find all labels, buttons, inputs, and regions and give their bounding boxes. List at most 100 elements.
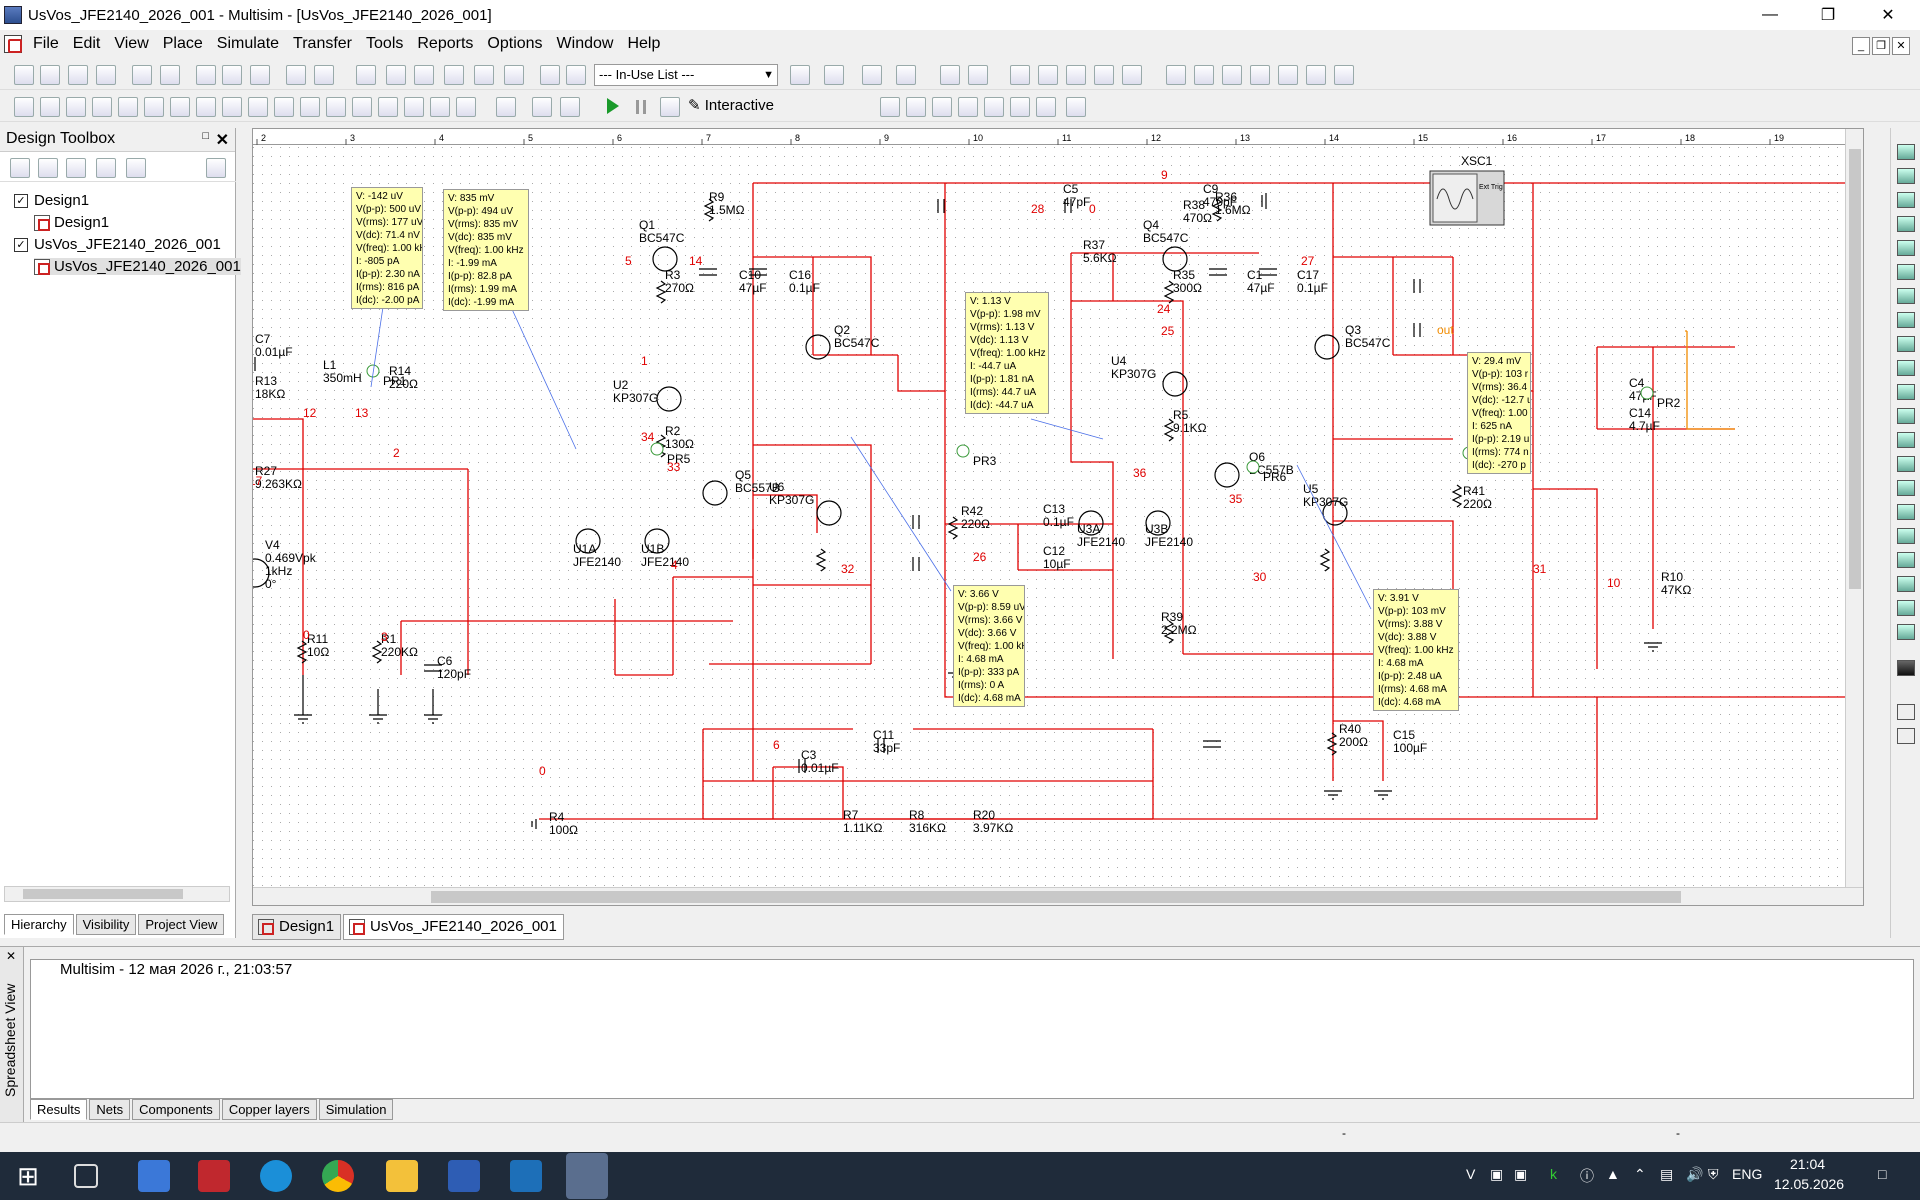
probe-icon[interactable] <box>650 442 664 456</box>
tray-info-icon[interactable]: ⓘ <box>1580 1168 1594 1184</box>
postprocessor-icon[interactable] <box>504 65 524 85</box>
place-graphic-icon[interactable] <box>1306 65 1326 85</box>
probe-power-icon[interactable] <box>932 97 952 117</box>
transfer-layout-icon[interactable] <box>896 65 916 85</box>
misc-icon[interactable] <box>300 97 320 117</box>
file-explorer-icon[interactable] <box>386 1160 418 1192</box>
zoom-in-icon[interactable] <box>1010 65 1030 85</box>
grapher-icon[interactable] <box>474 65 494 85</box>
tree-usvos[interactable]: ✓UsVos_JFE2140_2026_001 <box>14 236 221 253</box>
minimize-button[interactable]: — <box>1762 6 1778 23</box>
menu-transfer[interactable]: Transfer <box>293 35 353 52</box>
open-icon[interactable] <box>40 65 60 85</box>
place-sub-icon[interactable] <box>1222 65 1242 85</box>
spectrum-analyzer-icon[interactable] <box>1897 432 1915 448</box>
doc-tab-design1[interactable]: Design1 <box>252 914 342 940</box>
function-generator-icon[interactable] <box>1897 168 1915 184</box>
store-icon[interactable] <box>138 1160 170 1192</box>
tray-v-icon[interactable]: V <box>1466 1166 1476 1182</box>
scroll-thumb[interactable] <box>1849 149 1861 589</box>
probe-icon[interactable] <box>956 444 970 458</box>
save-icon[interactable] <box>96 65 116 85</box>
junction-icon[interactable] <box>560 97 580 117</box>
network-analyzer-icon[interactable] <box>1897 456 1915 472</box>
print-preview-icon[interactable] <box>160 65 180 85</box>
component-wizard-icon[interactable] <box>540 65 560 85</box>
task-view-icon[interactable] <box>74 1164 98 1188</box>
canvas-hscroll[interactable] <box>253 887 1863 905</box>
tab-components[interactable]: Components <box>132 1099 220 1120</box>
delete-sheet-icon[interactable] <box>126 158 146 178</box>
help-icon[interactable] <box>968 65 988 85</box>
tab-hierarchy[interactable]: Hierarchy <box>4 914 74 935</box>
document-icon[interactable] <box>4 35 22 53</box>
labview-icon[interactable] <box>1897 576 1915 592</box>
oscilloscope-xsc1[interactable] <box>1429 170 1505 226</box>
menu-file[interactable]: File <box>33 35 59 52</box>
agilent-generator-icon[interactable] <box>1897 480 1915 496</box>
ttl-icon[interactable] <box>144 97 164 117</box>
probe-voltage-icon[interactable] <box>880 97 900 117</box>
interactive-mode[interactable]: ✎ Interactive <box>688 97 774 114</box>
copy-icon[interactable] <box>222 65 242 85</box>
basic-icon[interactable] <box>40 97 60 117</box>
back-annotate-icon[interactable] <box>824 65 844 85</box>
fullscreen-icon[interactable] <box>1122 65 1142 85</box>
open-sample-icon[interactable] <box>68 65 88 85</box>
tab-results[interactable]: Results <box>30 1099 88 1120</box>
elvis-icon[interactable] <box>1897 600 1915 616</box>
scroll-thumb[interactable] <box>431 891 1681 903</box>
probe-diff-icon[interactable] <box>958 97 978 117</box>
diode-icon[interactable] <box>66 97 86 117</box>
notifications-icon[interactable]: □ <box>1878 1166 1887 1182</box>
tab-nets[interactable]: Nets <box>89 1099 131 1120</box>
run-simulation-button[interactable] <box>607 98 619 114</box>
ni-icon[interactable] <box>404 97 424 117</box>
oscilloscope-icon[interactable] <box>1897 216 1915 232</box>
print-icon[interactable] <box>132 65 152 85</box>
probe-tool2-icon[interactable] <box>1897 728 1915 744</box>
menu-window[interactable]: Window <box>556 35 614 52</box>
network-icon[interactable]: ▤ <box>1660 1166 1674 1182</box>
tray-k-icon[interactable]: k <box>1550 1166 1557 1182</box>
windows-start-icon[interactable]: ⊞ <box>17 1161 39 1191</box>
erc-icon[interactable] <box>790 65 810 85</box>
breadboard-icon[interactable] <box>566 65 586 85</box>
tree-design1-sheet[interactable]: Design1 <box>34 214 109 231</box>
doc-tab-usvos[interactable]: UsVos_JFE2140_2026_001 <box>343 914 564 940</box>
mcu-icon[interactable] <box>456 97 476 117</box>
volume-icon[interactable]: 🔊 <box>1686 1166 1704 1182</box>
menu-simulate[interactable]: Simulate <box>216 35 280 52</box>
pause-icon[interactable] <box>636 100 646 114</box>
source-icon[interactable] <box>14 97 34 117</box>
stop-icon[interactable] <box>660 97 680 117</box>
new-icon[interactable] <box>14 65 34 85</box>
restore-button[interactable]: ❐ <box>1820 7 1836 24</box>
new-sheet-icon[interactable] <box>96 158 116 178</box>
chrome-icon[interactable] <box>322 1160 354 1192</box>
in-use-list-select[interactable]: --- In-Use List --- ▼ <box>594 64 778 86</box>
tab-project-view[interactable]: Project View <box>138 914 225 935</box>
place-text-icon[interactable] <box>1278 65 1298 85</box>
cut-icon[interactable] <box>196 65 216 85</box>
tree-design1[interactable]: ✓Design1 <box>14 192 89 209</box>
advanced-peripherals-icon[interactable] <box>326 97 346 117</box>
probe-icon[interactable] <box>1246 460 1260 474</box>
spreadsheet-icon[interactable] <box>386 65 406 85</box>
hier-view-icon[interactable] <box>206 158 226 178</box>
current-clamp-icon[interactable] <box>1897 624 1915 640</box>
bus-icon[interactable] <box>532 97 552 117</box>
search-icon[interactable] <box>940 65 960 85</box>
indicator-icon[interactable] <box>248 97 268 117</box>
rf-icon[interactable] <box>352 97 372 117</box>
gear-icon[interactable] <box>1066 97 1086 117</box>
four-channel-scope-icon[interactable] <box>1897 240 1915 256</box>
menu-help[interactable]: Help <box>627 35 661 52</box>
open-design-icon[interactable] <box>38 158 58 178</box>
toolbox-hscroll[interactable] <box>4 886 230 902</box>
